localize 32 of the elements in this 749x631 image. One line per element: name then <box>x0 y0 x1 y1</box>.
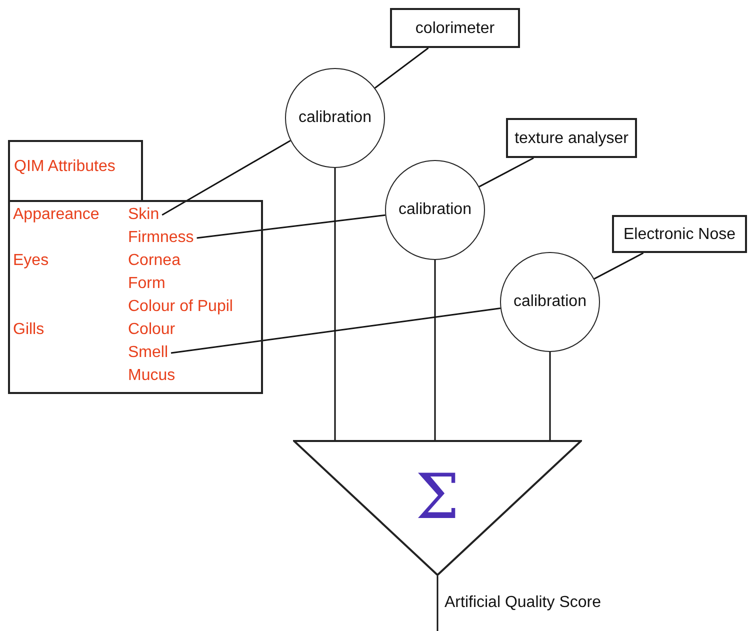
connector-line <box>170 308 500 354</box>
attribute-label: Appareance <box>13 205 100 225</box>
connector-line <box>434 260 436 441</box>
attribute-label: Skin <box>128 205 160 225</box>
summation-triangle <box>293 440 582 576</box>
attribute-label: Gills <box>13 320 44 340</box>
attribute-label: Colour of Pupil <box>128 297 233 317</box>
instrument-box: Electronic Nose <box>612 215 747 253</box>
attribute-label: Mucus <box>128 366 176 386</box>
header-tab: QIM Attributes <box>8 140 143 202</box>
attribute-label: Smell <box>128 343 168 363</box>
attribute-label: Eyes <box>13 251 49 271</box>
sum-symbol: Σ <box>416 462 460 532</box>
attribute-label: Form <box>128 274 166 294</box>
edge-label: Artificial Quality Score <box>444 594 601 612</box>
calibration-circle: calibration <box>385 160 485 260</box>
calibration-circle: calibration <box>500 252 600 352</box>
connector-line <box>436 576 438 631</box>
instrument-box: colorimeter <box>390 8 520 48</box>
connector-line <box>594 252 644 280</box>
connector-line <box>334 168 336 441</box>
instrument-box: texture analyser <box>506 118 637 158</box>
attribute-label: Firmness <box>128 228 194 248</box>
attribute-label: Colour <box>128 320 176 340</box>
connector-line <box>374 47 429 89</box>
connector-line <box>196 214 386 239</box>
calibration-circle: calibration <box>285 68 385 168</box>
connector-line <box>549 352 551 441</box>
attribute-panel <box>8 200 263 394</box>
connector-line <box>162 140 291 216</box>
attribute-label: Cornea <box>128 251 180 271</box>
connector-line <box>478 157 534 188</box>
